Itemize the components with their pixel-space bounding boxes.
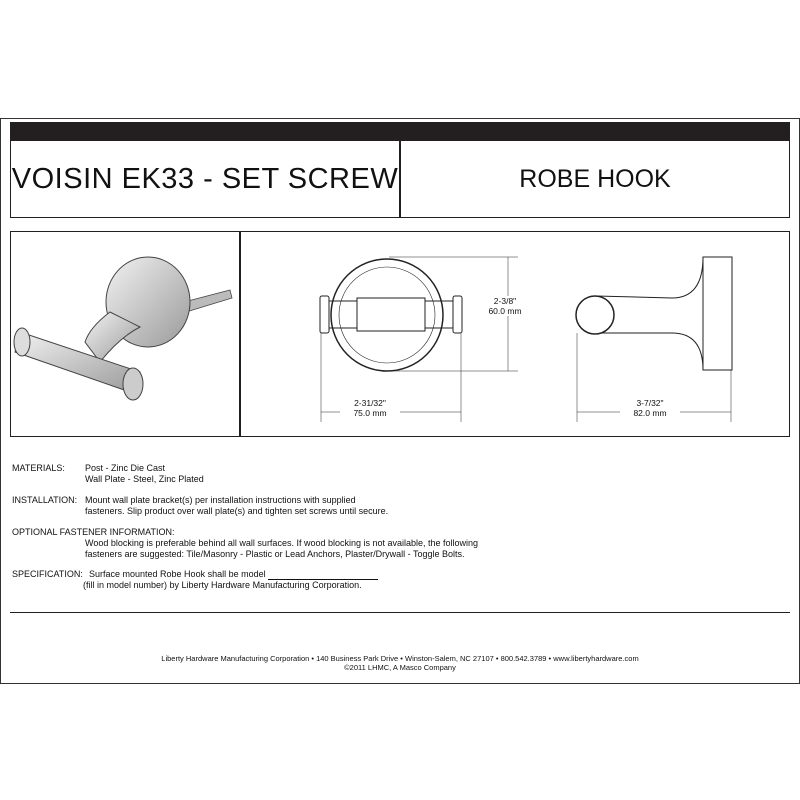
width-in: 2-31/32" xyxy=(354,398,386,408)
footer-company-info: Liberty Hardware Manufacturing Corporati… xyxy=(161,654,639,663)
materials-line-2: Wall Plate - Steel, Zinc Plated xyxy=(85,474,204,484)
specification-line-2: (fill in model number) by Liberty Hardwa… xyxy=(83,580,362,590)
product-render-image xyxy=(13,256,233,401)
optional-line-1: Wood blocking is preferable behind all w… xyxy=(85,538,479,548)
product-type: ROBE HOOK xyxy=(519,165,671,193)
materials-line-1: Post - Zinc Die Cast xyxy=(85,463,166,473)
installation-line-1: Mount wall plate bracket(s) per installa… xyxy=(85,495,356,505)
depth-mm: 82.0 mm xyxy=(633,408,667,418)
optional-fastener-label: OPTIONAL FASTENER INFORMATION: xyxy=(12,527,175,537)
front-view-plate xyxy=(330,258,444,372)
header-bar xyxy=(10,122,790,141)
footer-copyright: ©2011 LHMC, A Masco Company xyxy=(344,663,456,672)
footer: Liberty Hardware Manufacturing Corporati… xyxy=(0,654,800,672)
optional-line-2: fasteners are suggested: Tile/Masonry - … xyxy=(85,549,465,559)
drawing-divider xyxy=(239,231,241,437)
specification-line-1: Surface mounted Robe Hook shall be model xyxy=(89,569,378,580)
height-in: 2-3/8" xyxy=(493,296,517,306)
footer-divider xyxy=(10,612,790,613)
width-mm: 75.0 mm xyxy=(353,408,387,418)
dimension-drawings xyxy=(319,256,733,422)
installation-line-2: fasteners. Slip product over wall plate(… xyxy=(85,506,389,516)
product-title: VOISIN EK33 - SET SCREW xyxy=(11,163,399,195)
installation-label: INSTALLATION: xyxy=(12,495,78,505)
side-view-plate xyxy=(702,256,733,371)
title-divider xyxy=(399,141,401,218)
depth-in: 3-7/32" xyxy=(636,398,664,408)
drawing-box xyxy=(10,231,790,437)
specification-label: SPECIFICATION: xyxy=(12,569,83,579)
materials-label: MATERIALS: xyxy=(12,463,65,473)
height-mm: 60.0 mm xyxy=(488,306,522,316)
